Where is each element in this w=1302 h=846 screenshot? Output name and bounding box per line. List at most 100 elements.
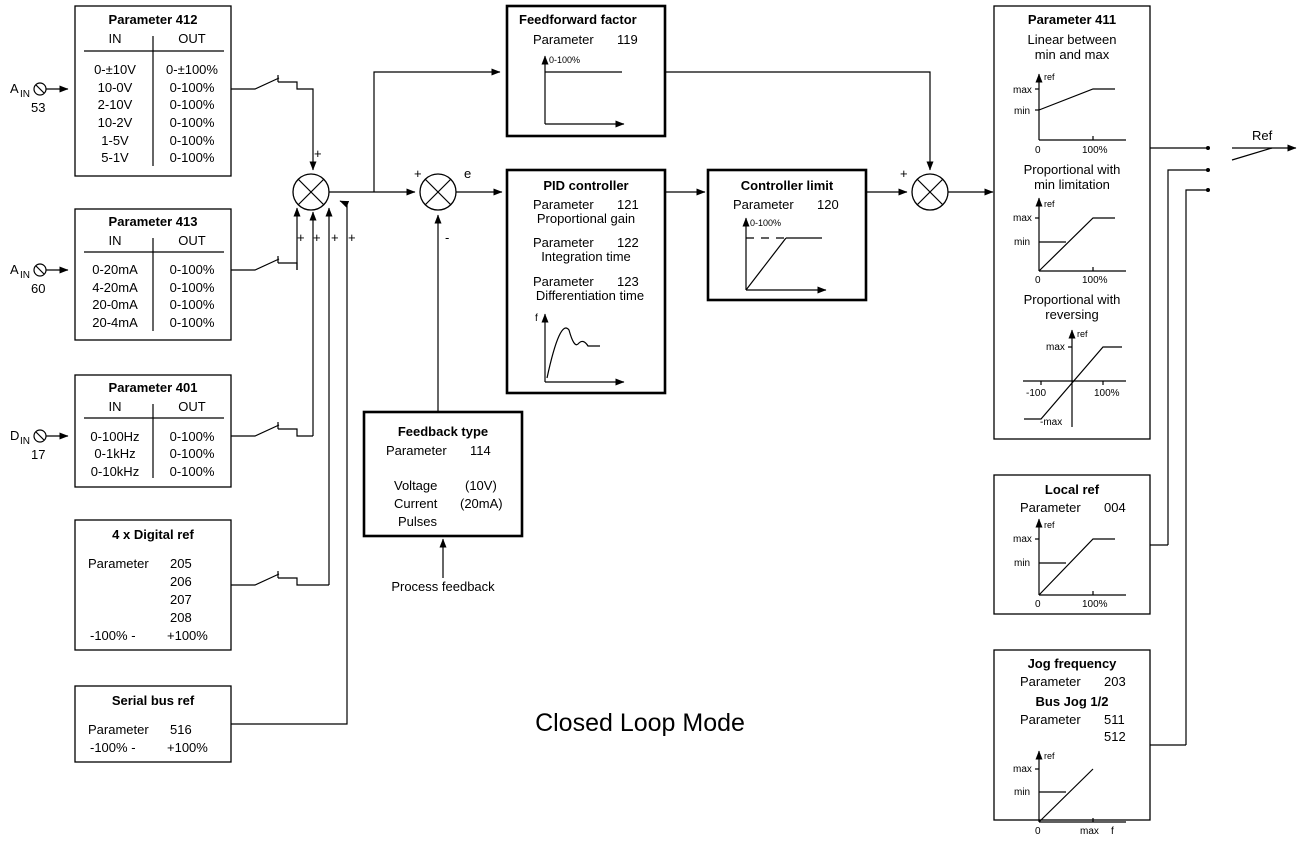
svg-text:0-100%: 0-100% (170, 262, 215, 277)
ref-output-selector: Ref (1150, 128, 1297, 746)
param-label: Parameter (1020, 674, 1081, 689)
param-value: 123 (617, 274, 639, 289)
param-value: 120 (817, 197, 839, 212)
param-411-box: Parameter 411 Linear between min and max… (993, 5, 1151, 440)
svg-text:0: 0 (1035, 826, 1041, 837)
svg-text:+: + (313, 230, 321, 245)
col-out-header: OUT (178, 399, 206, 414)
box-title: Controller limit (741, 178, 834, 193)
svg-text:1-5V: 1-5V (101, 133, 129, 148)
svg-text:min: min (1014, 106, 1030, 117)
terminal-number: 60 (31, 281, 45, 296)
range-left: -100% - (90, 740, 136, 755)
svg-text:max: max (1013, 85, 1032, 96)
plus-sign: + (314, 146, 322, 161)
param-value: 512 (1104, 729, 1126, 744)
box-title: Parameter 401 (109, 380, 198, 395)
sum-junction-3: + (900, 166, 994, 211)
pulses-label: Pulses (398, 514, 438, 529)
voltage-value: (10V) (465, 478, 497, 493)
svg-text:0-100Hz: 0-100Hz (90, 429, 139, 444)
svg-text:0-100%: 0-100% (170, 115, 215, 130)
diagram-title: Closed Loop Mode (535, 709, 745, 737)
terminal-number: 17 (31, 447, 45, 462)
terminal-ain-60: A IN 60 (10, 262, 69, 296)
param-value: 208 (170, 610, 192, 625)
box-title: Local ref (1045, 482, 1100, 497)
svg-text:ref: ref (1077, 329, 1088, 339)
axis-label: 0-100% (750, 218, 781, 228)
graph-min-limitation: Proportional with min limitation ref max… (1013, 162, 1126, 286)
box-title: Parameter 413 (109, 214, 198, 229)
svg-text:ref: ref (1044, 520, 1055, 530)
svg-text:A: A (10, 262, 19, 277)
box-title: Parameter 412 (109, 12, 198, 27)
svg-text:0-100%: 0-100% (170, 80, 215, 95)
svg-text:-100: -100 (1026, 388, 1046, 399)
range-right: +100% (167, 628, 208, 643)
svg-text:+: + (348, 230, 356, 245)
box-title: PID controller (543, 178, 628, 193)
svg-text:min and max: min and max (1035, 47, 1110, 62)
svg-text:min: min (1014, 237, 1030, 248)
svg-text:+: + (900, 166, 908, 181)
box-title: Jog frequency (1028, 656, 1118, 671)
svg-text:ref: ref (1044, 199, 1055, 209)
range-right: +100% (167, 740, 208, 755)
axis-label: f (535, 313, 538, 324)
svg-text:0-100%: 0-100% (170, 297, 215, 312)
box-title: Parameter 411 (1028, 12, 1116, 27)
svg-text:max: max (1080, 826, 1099, 837)
svg-text:ref: ref (1044, 72, 1055, 82)
error-label: e (464, 166, 471, 181)
param-label: Parameter (533, 235, 594, 250)
svg-text:100%: 100% (1094, 388, 1120, 399)
param-label: Parameter (88, 722, 149, 737)
feedforward-box: Feedforward factor Parameter 119 0-100% (505, 4, 667, 138)
param-label: Parameter (533, 32, 594, 47)
svg-text:0-100%: 0-100% (170, 446, 215, 461)
svg-text:f: f (1111, 826, 1114, 837)
current-value: (20mA) (460, 496, 503, 511)
svg-text:100%: 100% (1082, 599, 1108, 610)
svg-text:reversing: reversing (1045, 307, 1098, 322)
svg-text:0-±10V: 0-±10V (94, 62, 136, 77)
svg-text:0: 0 (1035, 275, 1041, 286)
col-in-header: IN (109, 233, 122, 248)
sum-junction-2: + e - (414, 166, 503, 412)
terminal-sub: IN (20, 436, 30, 447)
param-value: 205 (170, 556, 192, 571)
svg-text:0-100%: 0-100% (170, 429, 215, 444)
param-value: 122 (617, 235, 639, 250)
svg-text:20-4mA: 20-4mA (92, 315, 138, 330)
graph-linear: Linear between min and max ref max min 0… (1013, 32, 1126, 156)
svg-text:0-20mA: 0-20mA (92, 262, 138, 277)
terminal-sub: IN (20, 89, 30, 100)
range-left: -100% - (90, 628, 136, 643)
svg-text:5-1V: 5-1V (101, 150, 129, 165)
param-value: 206 (170, 574, 192, 589)
box-title: Serial bus ref (112, 693, 195, 708)
param-value: 114 (470, 443, 491, 458)
axis-label: 0-100% (549, 55, 580, 65)
svg-text:0-10kHz: 0-10kHz (91, 464, 139, 479)
param-label: Parameter (533, 197, 594, 212)
svg-text:ref: ref (1044, 751, 1055, 761)
svg-text:Proportional with: Proportional with (1024, 292, 1121, 307)
param-value: 207 (170, 592, 192, 607)
param-desc: Integration time (541, 249, 631, 264)
param-value: 516 (170, 722, 192, 737)
table-row: 0-20mA 0-100% (92, 262, 215, 277)
feedback-type-box: Feedback type Parameter 114 Voltage (10V… (362, 410, 524, 538)
svg-text:A: A (10, 81, 19, 96)
param-value: 121 (617, 197, 639, 212)
graph-reversing: Proportional with reversing ref max -100… (1023, 292, 1126, 428)
bus-jog-title: Bus Jog 1/2 (1036, 694, 1109, 709)
